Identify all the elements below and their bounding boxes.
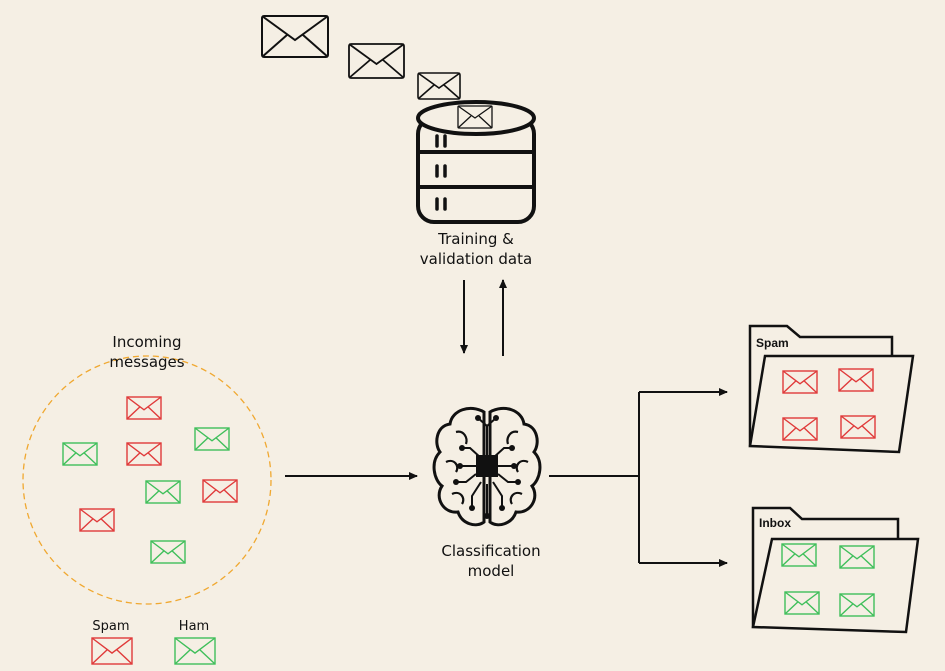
envelope-icon [126,442,162,466]
envelope-icon [782,370,818,394]
inbox-folder-label: Inbox [759,516,791,530]
envelope-icon [348,43,405,79]
envelope-icon [784,591,820,615]
brain-chip-icon [432,407,542,527]
training-data-label: Training & validation data [419,230,533,268]
legend-ham-label: Ham [178,619,210,634]
envelope-icon [174,637,216,665]
envelope-icon [194,427,230,451]
envelope-icon [838,368,874,392]
envelope-icon [62,442,98,466]
envelope-icon [261,15,329,58]
folder-icon [748,324,915,454]
envelope-icon [782,417,818,441]
envelope-icon [840,415,876,439]
incoming-messages-label: Incoming messages [109,333,185,371]
incoming-messages-boundary [22,355,272,605]
envelope-icon [202,479,238,503]
spam-folder-label: Spam [756,336,789,350]
folder-icon [751,506,920,634]
envelope-icon [145,480,181,504]
envelope-icon [417,72,461,100]
classification-model-label: Classification model [441,542,541,580]
envelope-icon [457,105,493,129]
envelope-icon [839,545,875,569]
envelope-icon [79,508,115,532]
envelope-icon [839,593,875,617]
envelope-icon [126,396,162,420]
envelope-icon [781,543,817,567]
legend-spam-label: Spam [92,619,130,634]
envelope-icon [91,637,133,665]
envelope-icon [150,540,186,564]
